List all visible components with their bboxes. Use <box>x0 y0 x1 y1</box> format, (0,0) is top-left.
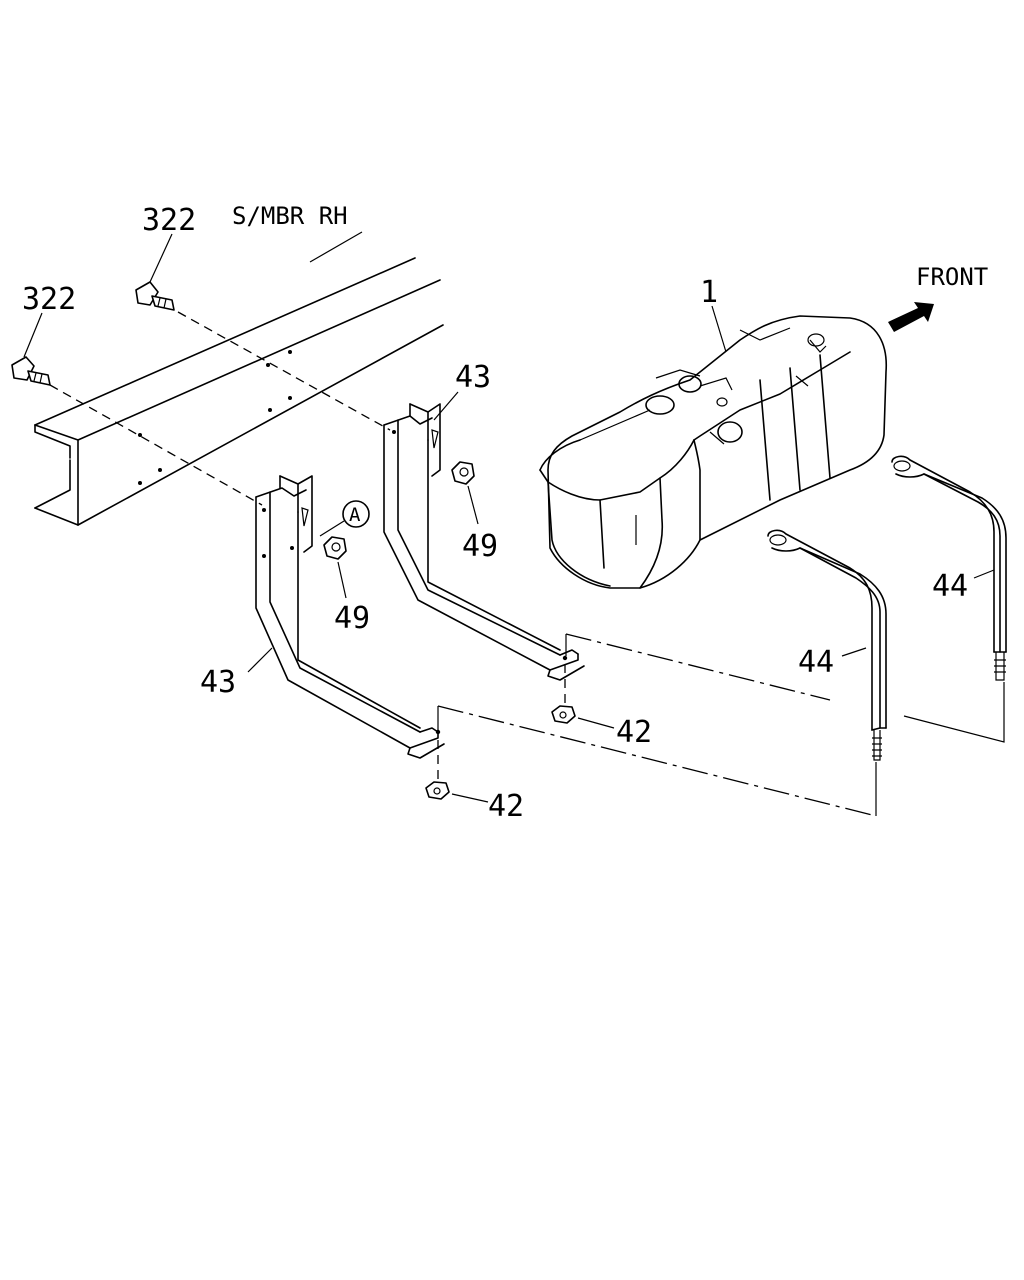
relation-line-rear-right <box>903 682 1005 743</box>
nut-upper-rear <box>451 461 475 485</box>
nut-lower-front-leader <box>451 793 489 803</box>
nut-upper-rear-leader <box>467 485 479 525</box>
reference-circle-a: A <box>319 500 370 537</box>
fuel-tank <box>539 315 888 589</box>
strap-left-leader <box>841 647 867 657</box>
bolt-upper-axis <box>177 311 391 431</box>
callout-bolt-lower: 322 <box>22 282 76 317</box>
relation-line-front <box>437 705 877 817</box>
callout-nut-lower-front: 42 <box>488 789 524 824</box>
callout-strap-right: 44 <box>932 569 968 604</box>
bolt-lower <box>11 356 51 386</box>
frame-side-member <box>34 257 444 526</box>
callout-strap-left: 44 <box>798 645 834 680</box>
nut-lower-rear-leader <box>577 717 615 729</box>
relation-line-rear <box>565 633 831 701</box>
bolt-upper <box>135 281 175 311</box>
nut-upper-front-leader <box>337 561 347 599</box>
nut-lower-front <box>425 781 450 800</box>
front-arrow-icon <box>888 302 934 332</box>
callout-tank: 1 <box>700 275 718 310</box>
bolt-upper-leader <box>149 233 173 283</box>
callout-nut-upper-front: 49 <box>334 601 370 636</box>
callout-bracket-rear: 43 <box>455 360 491 395</box>
tank-leader <box>711 305 727 353</box>
callout-bracket-front: 43 <box>200 665 236 700</box>
bracket-rear-leader <box>433 391 459 421</box>
bracket-front <box>255 475 445 759</box>
frame-label: S/MBR RH <box>232 202 348 230</box>
svg-text:A: A <box>349 504 361 526</box>
bolt-lower-axis <box>49 384 263 506</box>
callout-nut-upper-rear: 49 <box>462 529 498 564</box>
strap-right-leader <box>973 569 995 579</box>
bracket-front-leader <box>247 647 273 673</box>
nut-upper-front <box>323 536 347 560</box>
strap-left <box>767 529 887 761</box>
bolt-lower-leader <box>23 312 43 358</box>
strap-right <box>891 455 1007 681</box>
callout-bolt-upper: 322 <box>142 203 196 238</box>
nut-lower-rear <box>551 705 576 724</box>
front-label: FRONT <box>916 263 988 291</box>
bracket-rear <box>383 403 585 681</box>
callout-nut-lower-rear: 42 <box>616 715 652 750</box>
frame-leader-line <box>309 231 363 263</box>
